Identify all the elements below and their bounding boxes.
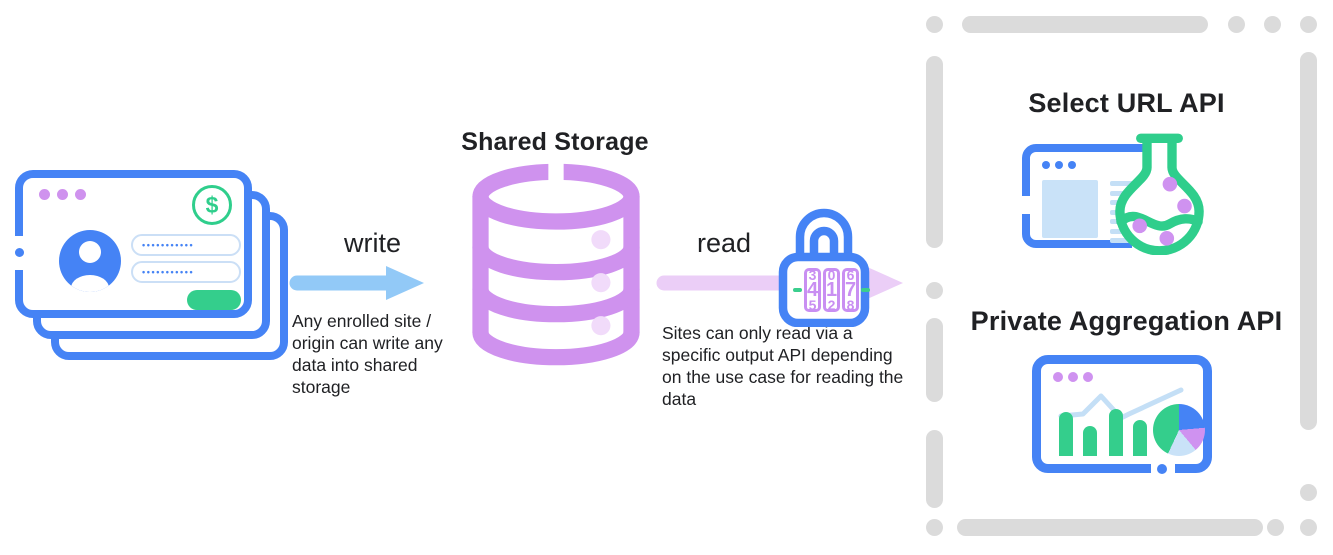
dial-2: 0 1 2 [823,268,840,312]
dial-dash-icon [861,288,870,292]
read-annotation: Sites can only read via a specific outpu… [662,323,904,409]
dial-partial: 5 [808,296,817,312]
dial-1: 3 4 5 [804,268,821,312]
select-url-api-icon [1022,133,1232,265]
password-value-2: ••••••••••• [142,266,195,277]
pie-chart-icon [1153,404,1205,456]
dial-partial: 8 [846,296,855,312]
bar-chart-icon [1109,409,1123,456]
private-aggregation-api-title: Private Aggregation API [970,306,1283,336]
window-dots-icon [1053,372,1093,382]
write-arrow-icon [289,266,424,300]
dial-3: 6 7 8 [842,268,859,312]
dial-partial: 3 [808,268,817,283]
window-dots-icon [39,189,86,200]
bar-chart-icon [1083,426,1097,456]
flask-icon [1115,133,1204,255]
lock-icon: 3 4 5 0 1 2 6 7 8 [778,197,870,328]
dial-digit: 7 [844,278,857,301]
shared-storage-title: Shared Storage [461,128,649,156]
border-dot-icon [1157,464,1167,474]
browser-window-front-icon: $ ••••••••••• ••••••••••• [14,170,252,318]
write-label: write [344,228,402,258]
dial-partial: 2 [827,296,836,312]
password-value: ••••••••••• [142,239,195,250]
avatar [59,230,121,292]
private-aggregation-icon [1032,355,1212,474]
dial-dash-icon [793,288,802,292]
combination-dials: 3 4 5 0 1 2 6 7 8 [793,268,870,312]
dial-partial: 0 [827,268,836,283]
dial-digit: 1 [825,278,838,301]
dial-digit: 4 [806,278,819,301]
read-label: read [697,228,752,258]
border-gap [1022,196,1030,214]
content-block [1042,180,1098,238]
dollar-icon: $ [192,185,232,225]
line-chart-icon [1058,387,1184,421]
border-dot-icon [14,248,24,257]
bar-chart-icon [1059,412,1073,456]
write-annotation: Any enrolled site / origin can write any… [292,311,443,397]
dial-partial: 6 [846,268,855,283]
database-icon [472,163,640,366]
login-button [187,290,241,310]
bar-chart-icon [1133,420,1147,456]
select-url-api-title: Select URL API [1028,88,1225,118]
password-field-2: ••••••••••• [131,261,241,283]
window-dots-icon [1042,161,1076,169]
password-field: ••••••••••• [131,234,241,256]
